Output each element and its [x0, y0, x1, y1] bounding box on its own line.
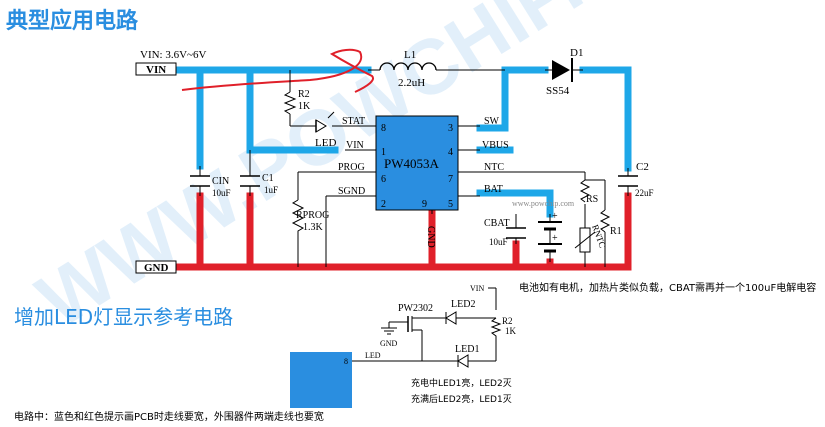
- r2-value: 1K: [298, 101, 311, 112]
- vin-net-text: VIN: [146, 64, 166, 76]
- c2-capacitor: C2 22uF: [618, 161, 654, 198]
- side-note: 电池如有电机，加热片类似负载，CBAT需再并一个100uF电解电容: [519, 281, 816, 294]
- ic-pin-7: 7: [448, 174, 453, 185]
- ic-pw4053a: PW4053A 8 1 6 2 3 4 7 5 9: [375, 115, 459, 211]
- inductor-value: 2.2uH: [398, 77, 425, 89]
- led-r2-value: 1K: [505, 326, 517, 336]
- r1-ref: R1: [610, 226, 622, 237]
- red-traces: [176, 192, 632, 271]
- led-note-2: 充满后LED2亮，LED1灭: [411, 393, 512, 405]
- c1-capacitor: C1 1uF: [240, 173, 278, 195]
- ic-pin-5: 5: [448, 199, 453, 210]
- diode-value: SS54: [546, 85, 570, 97]
- led-pin-label: LED: [365, 351, 381, 360]
- pin-label-bat: BAT: [484, 184, 503, 195]
- led-r2-ref: R2: [502, 316, 513, 326]
- diode-ref: D1: [570, 47, 583, 59]
- led2-label: LED2: [451, 299, 475, 310]
- ic-pin-2: 2: [381, 199, 386, 210]
- r2-resistor: R2 1K: [283, 89, 311, 115]
- cbat-value: 10uF: [489, 237, 508, 247]
- led-pin-num: 8: [344, 357, 348, 366]
- ic-pin-1: 1: [381, 147, 386, 158]
- c2-ref: C2: [636, 161, 649, 173]
- cin-value: 10uF: [212, 188, 231, 198]
- cin-ref: CIN: [212, 176, 229, 187]
- led-label: LED: [315, 137, 336, 149]
- red-scribble: [181, 48, 374, 93]
- pin-label-prog: PROG: [338, 162, 365, 173]
- rprog-value: 1.3K: [303, 222, 324, 233]
- vin-range-label: VIN: 3.6V~6V: [140, 49, 207, 61]
- inductor-ref: L1: [404, 49, 416, 61]
- rprog-ref: RPROG: [296, 210, 329, 221]
- cbat-ref: CBAT: [484, 218, 510, 229]
- led-section-title: 增加LED灯显示参考电路: [14, 305, 233, 329]
- r1-resistor: R1: [599, 209, 622, 237]
- pin-label-stat: STAT: [342, 116, 365, 127]
- c1-ref: C1: [262, 173, 274, 184]
- rs-resistor: RS: [579, 179, 598, 205]
- battery-plus-bot: +: [552, 233, 558, 244]
- led1-label: LED1: [455, 344, 479, 355]
- led-mosfet: PW2302: [398, 303, 433, 314]
- pin-label-sw: SW: [484, 116, 500, 127]
- pin-label-sgnd: SGND: [338, 186, 365, 197]
- diode-d1: D1 SS54: [545, 47, 583, 97]
- stat-led: [315, 111, 335, 133]
- c2-value: 22uF: [635, 188, 654, 198]
- footer-note: 电路中：蓝色和红色提示画PCB时走线要宽，外围器件两端走线也要宽: [14, 410, 324, 423]
- led-gnd: GND: [380, 339, 398, 348]
- page-title: 典型应用电路: [6, 8, 139, 34]
- r2-ref: R2: [298, 89, 310, 100]
- vin-net-label: VIN: [135, 62, 177, 76]
- gnd-net-text: GND: [144, 262, 169, 274]
- ic-name: PW4053A: [384, 156, 440, 171]
- battery-plus-top: +: [552, 211, 558, 222]
- inductor-l1: L1 2.2uH: [368, 49, 505, 89]
- c1-value: 1uF: [264, 185, 278, 195]
- ic-pin-6: 6: [381, 174, 386, 185]
- cin-capacitor: CIN 10uF: [190, 175, 231, 198]
- pin-label-ntc: NTC: [484, 162, 504, 173]
- thin-wires: [199, 70, 629, 267]
- pin-label-vin: VIN: [346, 140, 364, 151]
- ic-gnd-label: GND: [425, 226, 436, 248]
- ic-pin-8: 8: [381, 123, 386, 134]
- led-circuit-panel: 8 LED GND PW2302 LED2 LED1 VIN R2: [288, 284, 517, 410]
- gnd-net-label: GND: [135, 260, 177, 274]
- led-vin: VIN: [470, 284, 484, 293]
- battery: + +: [538, 211, 562, 262]
- led-note-1: 充电中LED1亮，LED2灭: [411, 377, 512, 389]
- ic-pin-3: 3: [448, 123, 453, 134]
- pin-label-vbus: VBUS: [482, 140, 509, 151]
- rprog-resistor: RPROG 1.3K: [291, 199, 329, 236]
- ic-pin-9: 9: [422, 199, 427, 210]
- rs-ref: RS: [586, 194, 598, 205]
- cbat-capacitor: CBAT 10uF: [484, 218, 526, 247]
- ic-pin-4: 4: [448, 147, 453, 158]
- ic-url: www.powchip.com: [512, 199, 575, 208]
